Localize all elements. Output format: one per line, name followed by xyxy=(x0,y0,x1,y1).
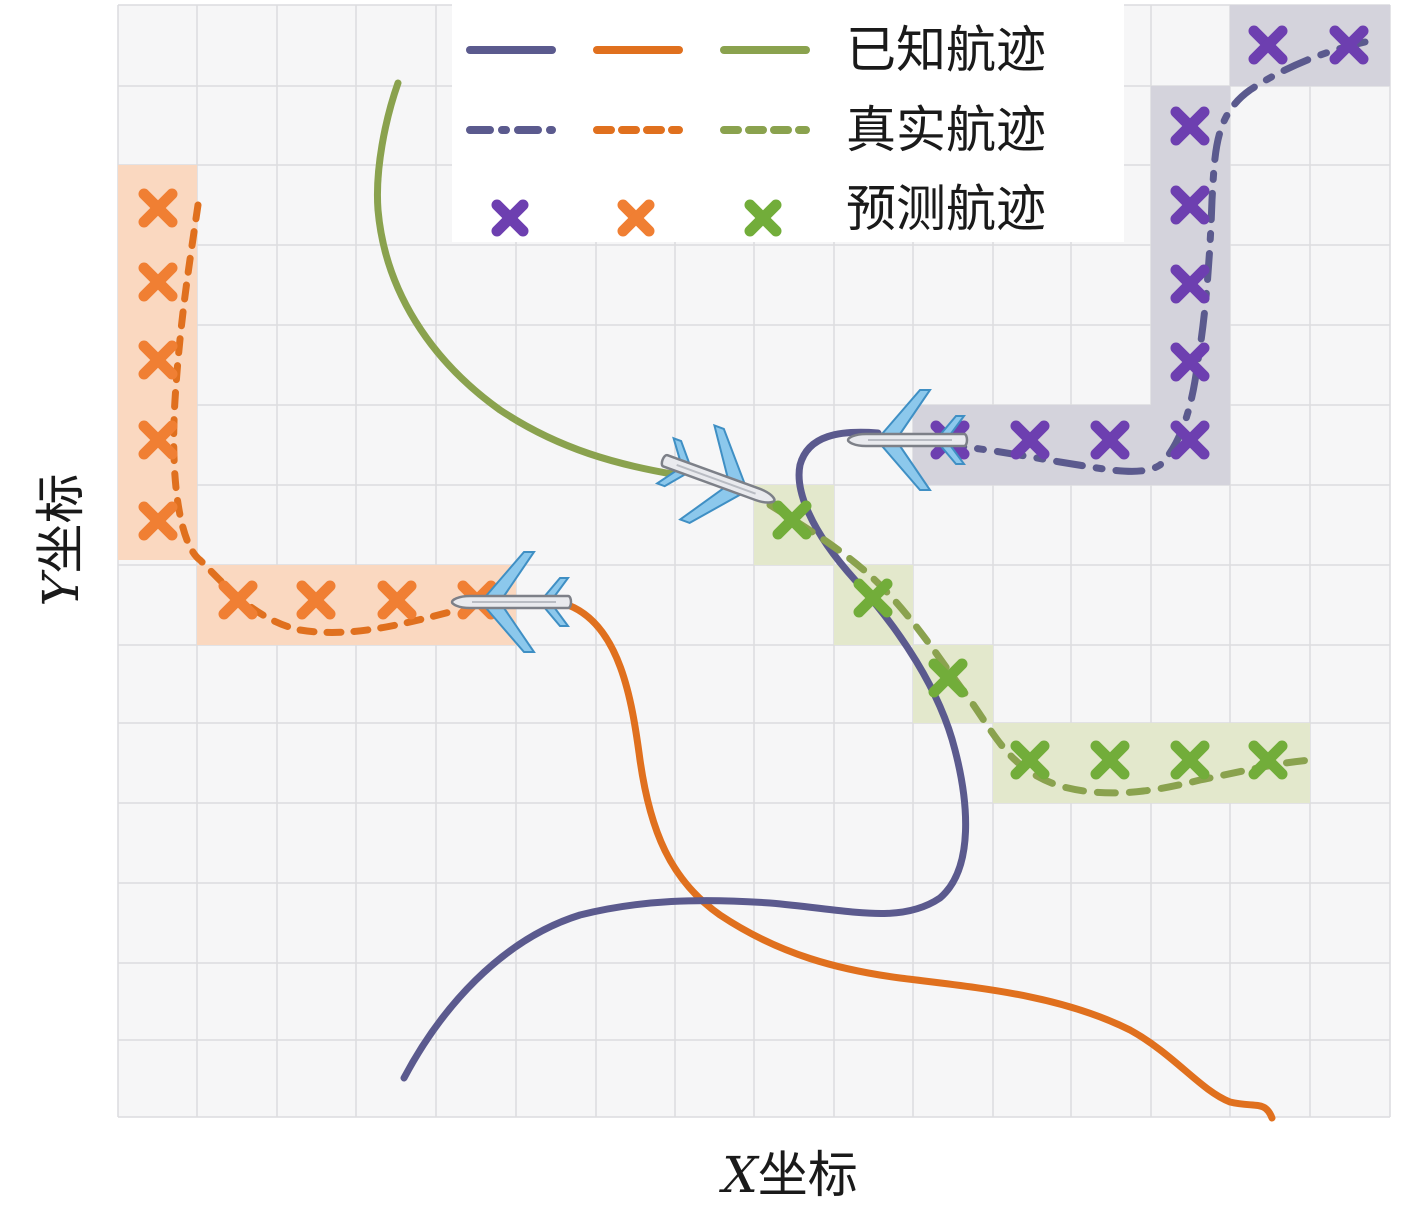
x-mark-icon xyxy=(1329,25,1369,65)
y-axis-label: Y坐标 xyxy=(32,473,90,606)
known-track-green xyxy=(374,79,676,478)
true-track-green xyxy=(766,501,1316,797)
x-mark-icon xyxy=(1010,420,1050,460)
x-mark-icon xyxy=(1170,106,1210,146)
x-axis-suffix: 坐标 xyxy=(758,1146,858,1204)
legend-label-predicted: 预测航迹 xyxy=(846,180,1046,238)
shaded-cell xyxy=(993,723,1310,803)
airplane-icon xyxy=(654,423,776,524)
x-mark-icon xyxy=(772,500,812,540)
legend-label-known: 已知航迹 xyxy=(846,21,1046,79)
x-mark-icon xyxy=(1170,264,1210,304)
known-track-purple xyxy=(400,428,970,1082)
y-axis-suffix: 坐标 xyxy=(32,473,90,573)
x-mark-icon xyxy=(491,199,529,237)
x-mark-icon xyxy=(1170,740,1210,780)
x-mark-icon xyxy=(138,420,178,460)
x-mark-icon xyxy=(1090,740,1130,780)
x-mark-icon xyxy=(377,580,417,620)
x-mark-icon xyxy=(853,578,893,618)
airplane-icon xyxy=(450,551,573,653)
x-mark-icon xyxy=(1248,740,1288,780)
x-mark-icon xyxy=(928,658,968,698)
x-mark-icon xyxy=(296,580,336,620)
x-mark-icon xyxy=(617,199,655,237)
legend-label-true: 真实航迹 xyxy=(846,101,1046,159)
x-mark-icon xyxy=(1170,185,1210,225)
legend-box xyxy=(452,4,1124,242)
x-mark-icon xyxy=(138,188,178,228)
x-axis-label: X坐标 xyxy=(718,1146,858,1204)
legend-row-markers xyxy=(491,199,782,237)
known-track-orange xyxy=(564,601,1276,1122)
x-mark-icon xyxy=(138,340,178,380)
legend: 已知航迹 真实航迹 预测航迹 xyxy=(452,4,1124,242)
x-mark-icon xyxy=(1170,420,1210,460)
aircraft-group xyxy=(450,389,969,653)
shaded-cell xyxy=(1230,5,1390,86)
x-mark-icon xyxy=(138,262,178,302)
true-track-orange xyxy=(170,201,454,636)
x-mark-icon xyxy=(1248,25,1288,65)
x-axis-variable: X xyxy=(718,1146,760,1204)
airplane-icon xyxy=(846,389,969,491)
x-mark-icon xyxy=(138,501,178,541)
x-mark-icon xyxy=(1170,342,1210,382)
x-mark-icon xyxy=(1010,740,1050,780)
x-mark-icon xyxy=(744,199,782,237)
x-mark-icon xyxy=(1090,420,1130,460)
x-mark-icon xyxy=(218,580,258,620)
y-axis-variable: Y xyxy=(32,570,90,607)
known-tracks xyxy=(374,79,1276,1122)
